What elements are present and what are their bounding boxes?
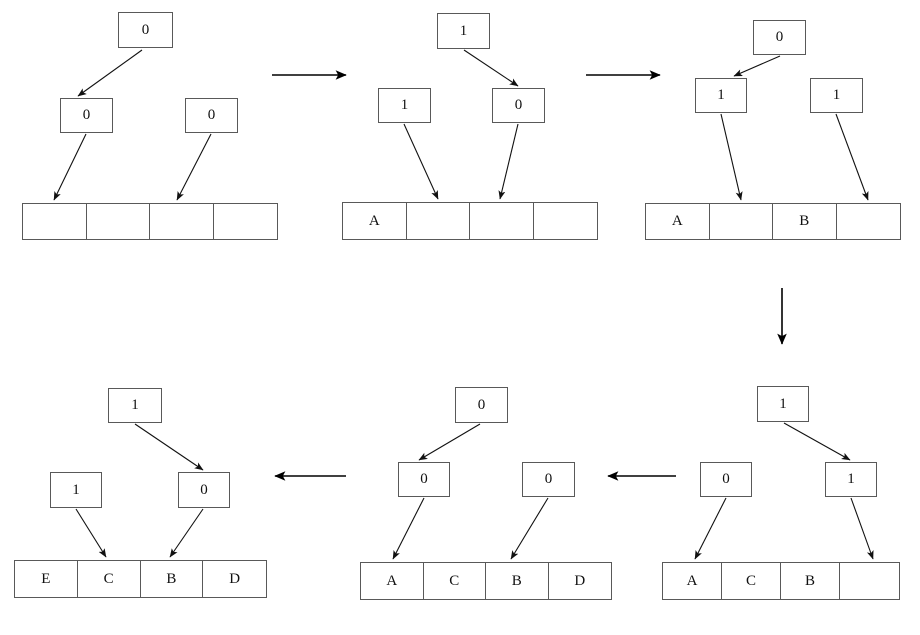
panel-3-edge-right-to-cell3 [835,113,869,201]
panel-5-right-node[interactable]: 0 [522,462,575,497]
panel-5-edge-root-to-left [418,423,481,461]
panel-4-edge-root-to-right [783,422,851,461]
transition-arrows [272,70,787,481]
panel-6-right-node[interactable]: 0 [178,472,230,508]
panel-3-right-node[interactable]: 1 [810,78,863,113]
panel-3-left-node[interactable]: 1 [695,78,747,113]
panel-5-array-cell-3[interactable]: D [574,572,586,589]
panel-1-array-row [22,203,278,240]
panel-3-array-cell-2[interactable]: B [773,204,837,239]
panel-1-array-cell-2[interactable] [150,204,214,239]
panel-1-left-node[interactable]: 0 [60,98,113,133]
panel-2-array-cell-0[interactable]: A [343,203,407,239]
panel-5-left-node[interactable]: 0 [398,462,450,497]
panel-2-right-node[interactable]: 0 [492,88,545,123]
panel-3-edge-root-to-left [733,55,781,77]
panel-6-edge-root-to-right [134,423,204,471]
panel-3-edge-left-to-cell1 [720,113,743,201]
panel-2-edge-left-to-cell1 [403,123,439,200]
panel-3-array-cell-3[interactable] [837,204,901,239]
panel-5-edge-right-to-cell2 [510,497,549,560]
panel-1-root-node[interactable]: 0 [118,12,173,48]
panel-6-root-node[interactable]: 1 [108,388,162,423]
panel-2-root-node[interactable]: 1 [437,13,490,49]
panel-6-array-cell-1[interactable]: C [78,561,141,597]
panel-6-array-cell-2[interactable]: B [141,561,204,597]
panel-2-array-row: A [342,202,598,240]
panel-1-edge-root-to-left [77,49,143,97]
panel-2-array-cell-3[interactable] [534,203,598,239]
panel-3-root-node[interactable]: 0 [753,20,806,55]
panel-4-left-node[interactable]: 0 [700,462,752,497]
panel-2-array-cell-1[interactable] [407,203,470,239]
panel-1-array-cell-3[interactable] [214,204,278,239]
panel-4-array-cell-0[interactable]: A [663,563,722,599]
tree-edges [53,49,874,560]
panel-1-edge-right-to-cell2 [176,133,212,201]
panel-6-array-cell-3[interactable]: D [229,570,241,587]
panel-1-edge-left-to-cell0 [53,133,87,201]
panel-3-array-cell-0[interactable]: A [646,204,710,239]
panel-1-array-cell-0[interactable] [23,204,87,239]
panel-6-array-cell-0[interactable]: E [15,561,78,597]
panel-4-edge-right-to-cell3 [850,497,874,560]
panel-4-array-cell-1[interactable]: C [722,563,781,599]
panel-4-root-node[interactable]: 1 [757,386,809,422]
panel-4-edge-left-to-cell0 [694,497,727,560]
panel-2-array-cell-2[interactable] [470,203,534,239]
panel-5-root-node[interactable]: 0 [455,387,508,423]
panel-5-array-cell-1[interactable]: C [424,563,486,599]
panel-2-left-node[interactable]: 1 [378,88,431,123]
panel-2-edge-right-to-cell2 [498,123,519,200]
panel-1-right-node[interactable]: 0 [185,98,238,133]
panel-5-edge-left-to-cell0 [392,497,425,560]
panel-6-edge-left-to-cell1 [75,508,107,558]
panel-6-edge-right-to-cell2 [169,508,204,558]
panel-5-array-cell-0[interactable]: A [361,563,424,599]
panel-6-left-node[interactable]: 1 [50,472,102,508]
panel-2-edge-root-to-right [463,49,519,87]
panel-4-array-cell-2[interactable]: B [781,563,840,599]
panel-5-array-cell-2[interactable]: B [486,563,549,599]
panel-1-array-cell-1[interactable] [87,204,150,239]
panel-3-array-cell-1[interactable] [710,204,773,239]
panel-4-right-node[interactable]: 1 [825,462,877,497]
panel-4-array-cell-3[interactable] [840,563,899,599]
